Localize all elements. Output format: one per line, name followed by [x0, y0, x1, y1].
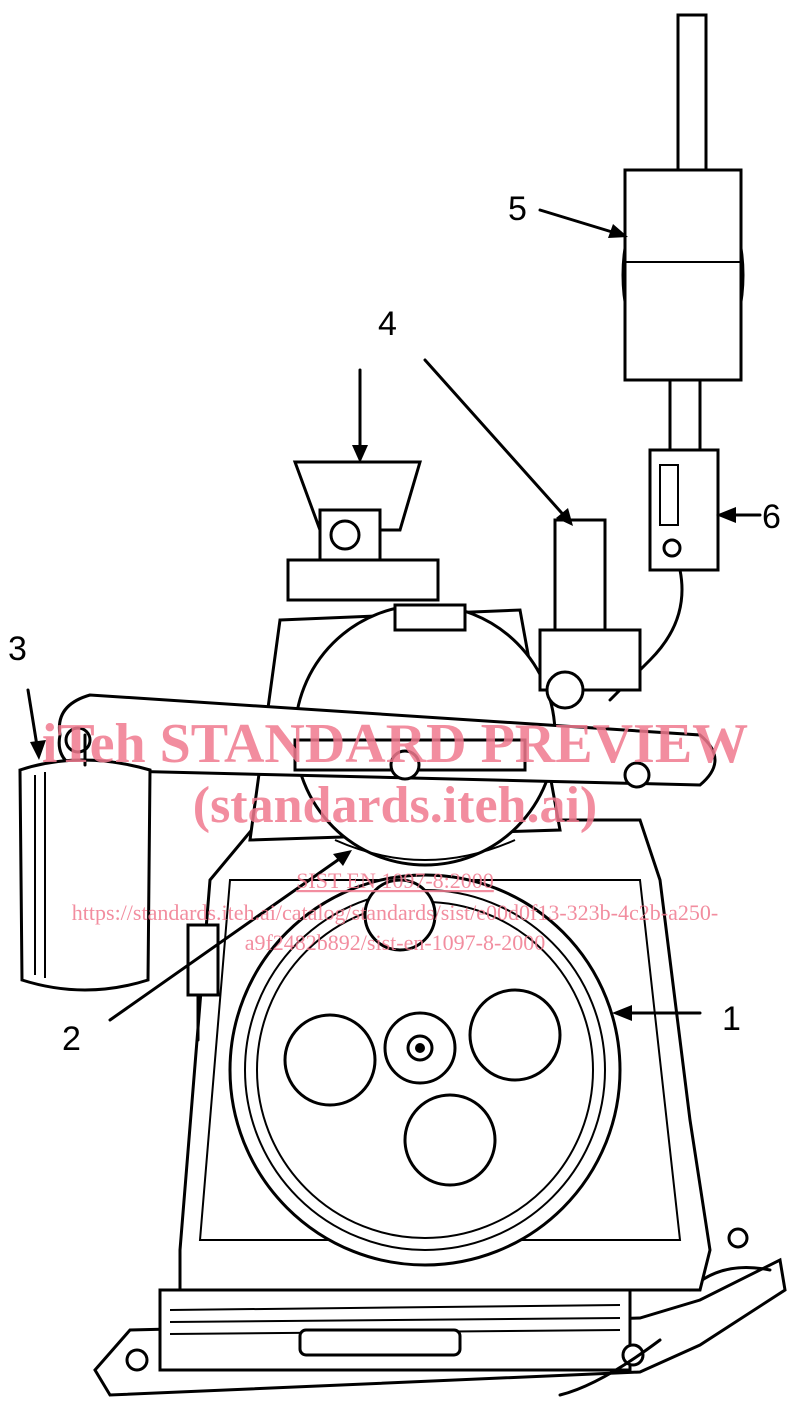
- valve-assembly: [538, 518, 642, 710]
- callout-5: 5: [508, 190, 527, 228]
- watermark-title: iTeh STANDARD PREVIEW: [42, 713, 748, 775]
- callout-2: 2: [62, 1020, 81, 1058]
- watermark-code: SIST EN 1097-8:2000: [296, 868, 494, 893]
- watermark-url-line1: https://standards.iteh.ai/catalog/standa…: [72, 900, 718, 925]
- hopper: [286, 460, 467, 632]
- callout-3: 3: [8, 630, 27, 668]
- callout-4: 4: [378, 305, 397, 343]
- watermark-subtitle: (standards.iteh.ai): [193, 777, 597, 834]
- rotating-drum: [228, 873, 622, 1267]
- weight-cylinder: [18, 733, 152, 992]
- callout-1: 1: [722, 1000, 741, 1038]
- lever-arm: [57, 693, 717, 789]
- watermark-url-line2: a9f2482b892/sist-en-1097-8-2000: [245, 930, 546, 955]
- leader-lines: [26, 208, 762, 1022]
- water-reservoir: [621, 13, 745, 452]
- callout-6: 6: [762, 498, 781, 536]
- base-plate: [93, 1227, 787, 1397]
- flow-meter: [608, 448, 720, 702]
